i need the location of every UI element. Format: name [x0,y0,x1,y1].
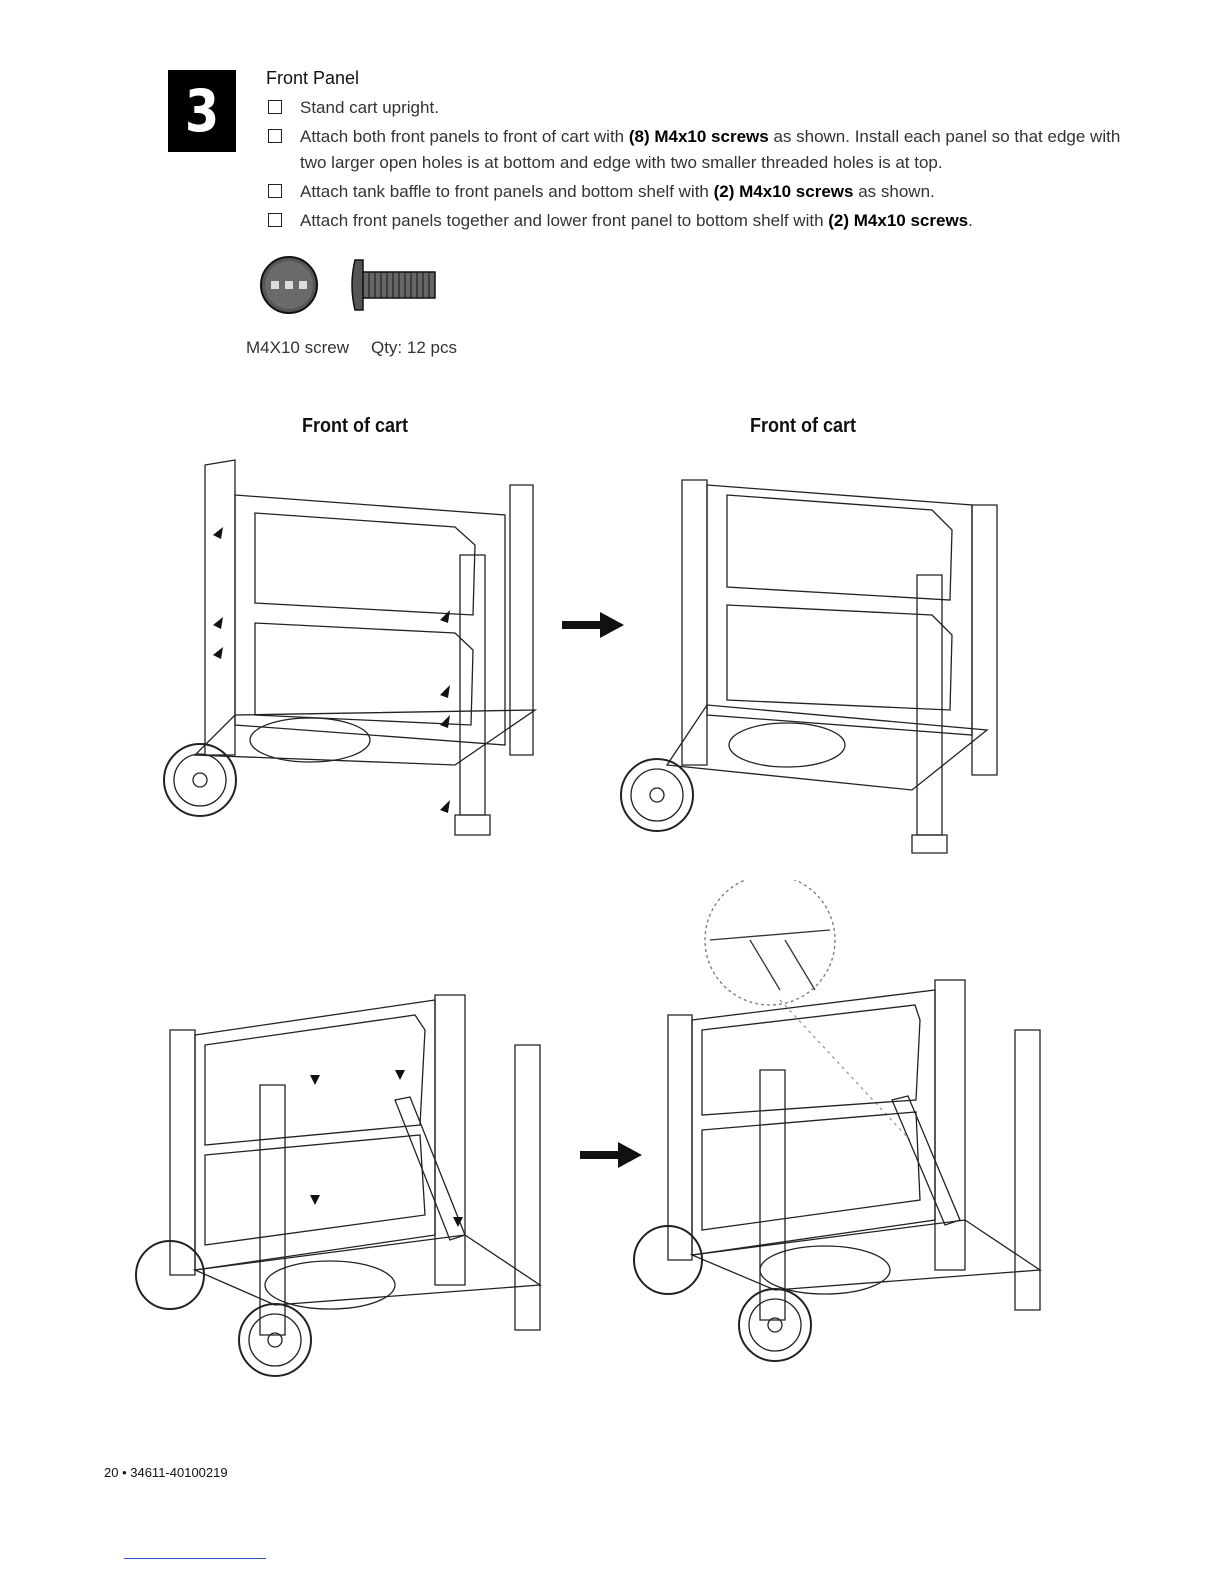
wheel [633,1225,703,1295]
instruction-text: Attach tank baffle to front panels and b… [300,182,714,201]
checkbox-icon[interactable] [268,184,282,198]
instruction-list: Stand cart upright. Attach both front pan… [268,95,1128,237]
cart-leg [259,1084,286,1336]
lower-panel [204,1134,426,1246]
instruction-text: Stand cart upright. [300,98,439,117]
cart-leg [1014,1029,1041,1311]
section-title: Front Panel [266,68,360,88]
page-footer: 20 • 34611-40100219 [104,1465,228,1480]
lower-panel [254,622,474,726]
screw-arrows [310,1070,463,1227]
front-of-cart-label-right: Front of cart [750,415,857,437]
detail-callout [704,880,911,1141]
diagram-panels-before [163,459,538,836]
upper-panel [726,494,953,601]
upper-panel [204,1014,426,1146]
checkbox-icon[interactable] [268,129,282,143]
instruction-attach-together: Attach front panels together and lower f… [268,208,1128,234]
lower-panel [726,604,953,711]
cart-leg [204,459,236,756]
cart-leg [971,504,998,776]
screw-illustration [260,256,436,314]
footer-rule [124,1558,266,1559]
checkbox-icon[interactable] [268,100,282,114]
hardware-callout: (8) M4x10 screws [628,127,769,146]
instruction-attach-panels: Attach both front panels to front of car… [268,124,1128,176]
cart-leg [667,1014,693,1261]
diagram-baffle-before [135,994,542,1377]
wheel [238,1303,312,1377]
front-of-cart-label-left: Front of cart [302,415,409,437]
wheel [620,758,694,832]
cart-leg [509,484,534,756]
step-number-badge: 3 [168,70,236,152]
screw-arrows [213,527,450,813]
instruction-stand: Stand cart upright. [268,95,1128,121]
instruction-text: Attach both front panels to front of car… [300,127,629,146]
instruction-text: Attach front panels together and lower f… [300,211,829,230]
cart-leg [681,479,708,766]
cart-leg [759,1069,786,1321]
lower-panel [701,1111,921,1231]
hardware-callout: (2) M4x10 screws [713,182,854,201]
instruction-attach-baffle: Attach tank baffle to front panels and b… [268,179,1128,205]
screw-head-icon [260,256,318,314]
step-arrow-icon [580,1142,642,1168]
instruction-text: as shown. Install each panel so that edg… [300,127,1121,172]
step-arrow-icon [562,612,624,638]
hardware-caption: M4X10 screw Qty: 12 pcs [246,338,479,358]
instruction-text: as shown. [853,182,935,201]
cart-leg [514,1044,541,1331]
upper-panel [701,1004,921,1116]
step-number: 3 [184,77,220,145]
wheel [163,743,237,817]
upper-panel [254,512,476,616]
diagram-baffle-after [633,880,1042,1362]
screw-side-icon [351,259,436,311]
cart-leg [169,1029,196,1276]
wheel [738,1288,812,1362]
instruction-text: . [968,211,973,230]
wheel [135,1240,205,1310]
diagram-panels-after [620,479,998,854]
checkbox-icon[interactable] [268,213,282,227]
hardware-name: M4X10 screw [246,338,349,357]
tank-baffle [891,1095,961,1226]
hardware-callout: (2) M4x10 screws [828,211,969,230]
hardware-qty: Qty: 12 pcs [370,338,457,357]
